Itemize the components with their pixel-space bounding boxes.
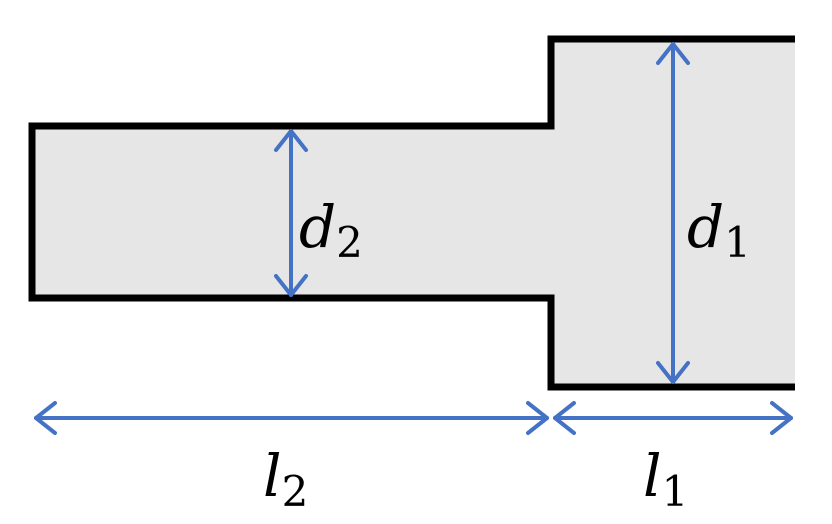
- d1-label-main: d: [687, 193, 724, 261]
- d1-label: d1: [687, 193, 751, 267]
- duct-fill: [32, 39, 795, 387]
- d1-label-subscript: 1: [724, 218, 751, 267]
- l2-dimension-arrow: [34, 401, 549, 435]
- d2-label-main: d: [299, 193, 336, 261]
- d2-dimension-arrow: [274, 129, 308, 297]
- l1-label-subscript: 1: [662, 467, 689, 516]
- d2-label-subscript: 2: [336, 218, 363, 267]
- l2-label-subscript: 2: [282, 467, 309, 516]
- d1-dimension-arrow: [656, 42, 690, 384]
- l1-label-main: l: [643, 442, 662, 510]
- l1-label: l1: [643, 442, 688, 516]
- l2-label: l2: [263, 442, 308, 516]
- d2-label: d2: [299, 193, 363, 267]
- l1-dimension-arrow: [553, 401, 793, 435]
- duct-outline: [28, 35, 795, 391]
- l2-label-main: l: [263, 442, 282, 510]
